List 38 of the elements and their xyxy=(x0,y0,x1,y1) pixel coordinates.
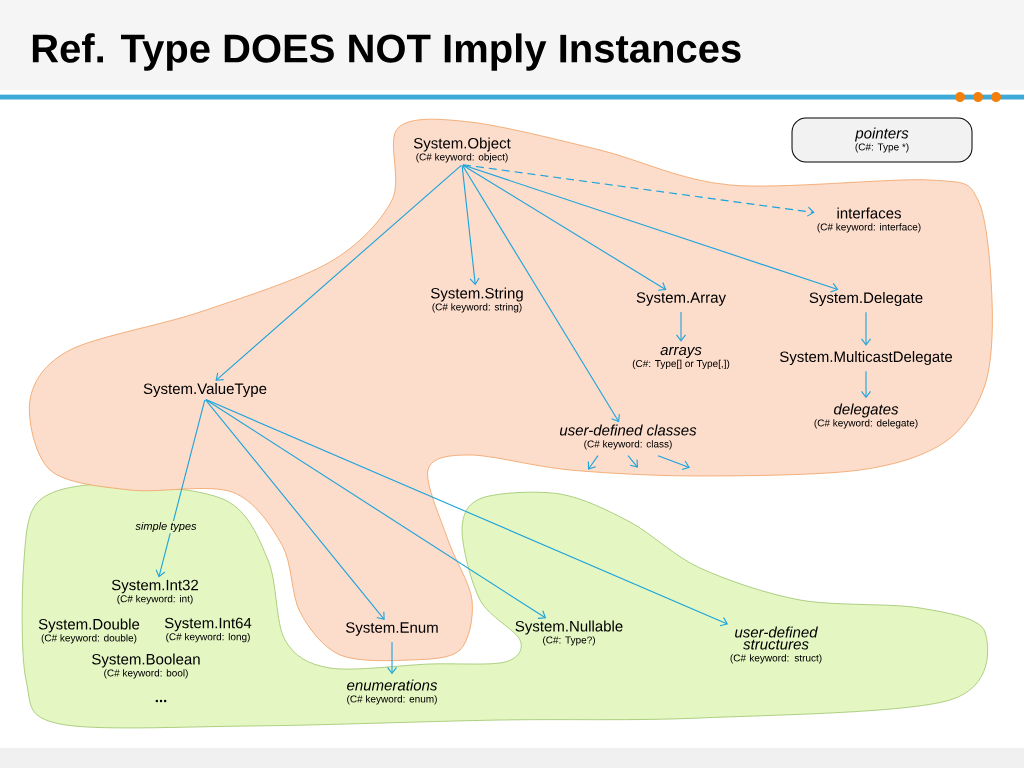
arrow xyxy=(215,164,462,381)
arrow xyxy=(155,399,206,578)
arrow xyxy=(205,399,547,619)
arrow xyxy=(860,311,872,346)
type-label: System.Object (C# keyword: object) xyxy=(413,137,511,163)
arrow xyxy=(461,165,480,286)
type-label: System.Double (C# keyword: double) xyxy=(38,618,140,644)
type-label: interfaces (C# keyword: interface) xyxy=(817,207,921,233)
arrow xyxy=(462,164,667,291)
arrow xyxy=(205,399,729,627)
ellipsis-text: ... xyxy=(155,699,167,703)
type-label: enumerations (C# keyword: enum) xyxy=(347,679,438,705)
arrow xyxy=(461,165,620,423)
type-label: System.Int64 (C# keyword: long) xyxy=(164,617,252,643)
arrow xyxy=(860,370,872,399)
type-label: System.ValueType xyxy=(143,383,267,397)
pointer-box: pointers (C#: Type *) xyxy=(791,117,973,163)
arrow xyxy=(657,455,690,470)
type-label: System.Boolean (C# keyword: bool) xyxy=(92,653,200,679)
type-label: System.String (C# keyword: string) xyxy=(431,287,523,313)
type-label: arrays (C#: Type[] or Type[,]) xyxy=(632,346,730,370)
type-label: System.Enum xyxy=(346,622,438,636)
arrow xyxy=(386,641,398,675)
type-label: System.MulticastDelegate xyxy=(780,351,953,365)
type-label: System.Delegate xyxy=(809,292,923,306)
type-label: System.Int32 (C# keyword: int) xyxy=(111,579,198,605)
arrow xyxy=(462,164,815,217)
arrow xyxy=(587,455,599,470)
arrow xyxy=(462,164,839,293)
type-label: System.Nullable (C#: Type?) xyxy=(515,620,623,646)
type-label: user-defined classes (C# keyword: class) xyxy=(560,424,697,450)
arrow xyxy=(205,399,385,620)
type-label: user-defined structures (C# keyword: struct) xyxy=(730,626,822,664)
arrow xyxy=(627,455,638,468)
type-label: System.Array xyxy=(636,292,726,306)
slide-title: Ref. Type DOES NOT Imply Instances xyxy=(32,33,741,71)
type-label: delegates (C# keyword: delegate) xyxy=(814,403,918,429)
arrow xyxy=(675,311,687,342)
